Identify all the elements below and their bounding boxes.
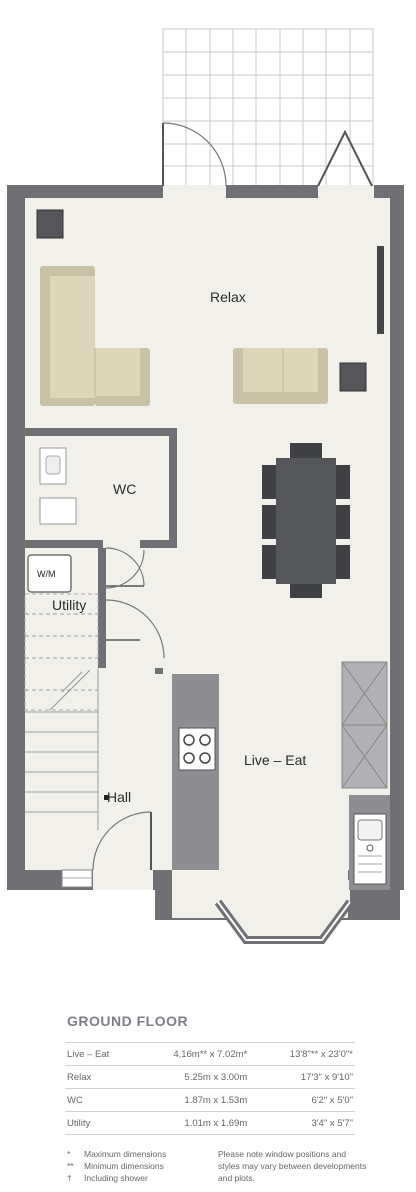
room-label-wc: WC	[113, 481, 137, 497]
footnote: ** Minimum dimensions	[67, 1160, 166, 1172]
footnote-symbol: **	[67, 1161, 74, 1171]
bifold-door	[317, 129, 373, 187]
schedule-title: GROUND FLOOR	[67, 1013, 189, 1029]
room-label-utility: Utility	[52, 597, 87, 613]
table-row: Relax 5.25m x 3.00m 17'3" x 9'10"	[65, 1065, 355, 1089]
washing-machine-icon	[27, 554, 72, 593]
washing-machine-label: W/M	[37, 569, 56, 579]
table-row: Live – Eat 4.16m** x 7.02m* 13'8"** x 23…	[65, 1042, 355, 1066]
front-door-swing	[92, 811, 152, 871]
metric-dimensions: 5.25m x 3.00m	[132, 1065, 258, 1089]
footnote: * Maximum dimensions	[67, 1148, 166, 1160]
staircase	[24, 593, 99, 830]
room-name: Live – Eat	[65, 1042, 133, 1066]
metric-dimensions: 1.01m x 1.69m	[132, 1111, 258, 1135]
metric-dimensions: 4.16m** x 7.02m*	[132, 1042, 258, 1066]
tall-units	[341, 661, 388, 789]
toilet-icon	[39, 497, 77, 525]
table-row: Utility 1.01m x 1.69m 3'4" x 5'7"	[65, 1111, 355, 1135]
utility-door-swing	[105, 599, 165, 659]
room-label-hall: Hall	[107, 789, 132, 805]
room-label-relax: Relax	[210, 289, 246, 305]
kitchen-worktop	[172, 674, 219, 870]
imperial-dimensions: 17'3" x 9'10"	[257, 1065, 355, 1089]
sink-icon	[353, 813, 387, 885]
footnote-symbol: *	[67, 1149, 71, 1159]
corner-sofa-icon	[40, 266, 150, 406]
tv-icon	[377, 246, 384, 334]
patio-door-swing	[162, 122, 227, 187]
imperial-dimensions: 13'8"** x 23'0"*	[257, 1042, 355, 1066]
wc-door-swing	[105, 547, 145, 587]
footnote-text: Minimum dimensions	[84, 1161, 164, 1171]
hob-icon	[178, 727, 216, 771]
disclaimer: Please note window positions and styles …	[218, 1149, 367, 1183]
footnotes: * Maximum dimensions ** Minimum dimensio…	[67, 1148, 166, 1184]
room-name: WC	[65, 1088, 133, 1112]
sofa-icon	[233, 348, 328, 404]
footnote-symbol: †	[67, 1173, 72, 1183]
dimensions-table: Live – Eat 4.16m** x 7.02m* 13'8"** x 23…	[65, 1042, 355, 1135]
patio	[162, 28, 374, 188]
side-table-icon	[36, 209, 64, 239]
utility-wall	[98, 548, 106, 668]
footnote-text: Including shower	[84, 1173, 148, 1183]
room-label-live-eat: Live – Eat	[244, 752, 307, 768]
floor-plan	[7, 28, 404, 944]
lamp-table-icon	[339, 362, 367, 392]
room-name: Relax	[65, 1065, 133, 1089]
newel-post	[104, 795, 109, 800]
room-name: Utility	[65, 1111, 133, 1135]
footnote-text: Maximum dimensions	[84, 1149, 167, 1159]
metric-dimensions: 1.87m x 1.53m	[132, 1088, 258, 1112]
footnote: † Including shower	[67, 1172, 166, 1184]
wc-wall	[25, 428, 175, 436]
imperial-dimensions: 6'2" x 5'0"	[257, 1088, 355, 1112]
imperial-dimensions: 3'4" x 5'7"	[257, 1111, 355, 1135]
bay-window	[218, 880, 350, 940]
dining-table-icon	[262, 443, 350, 598]
table-row: WC 1.87m x 1.53m 6'2" x 5'0"	[65, 1088, 355, 1112]
